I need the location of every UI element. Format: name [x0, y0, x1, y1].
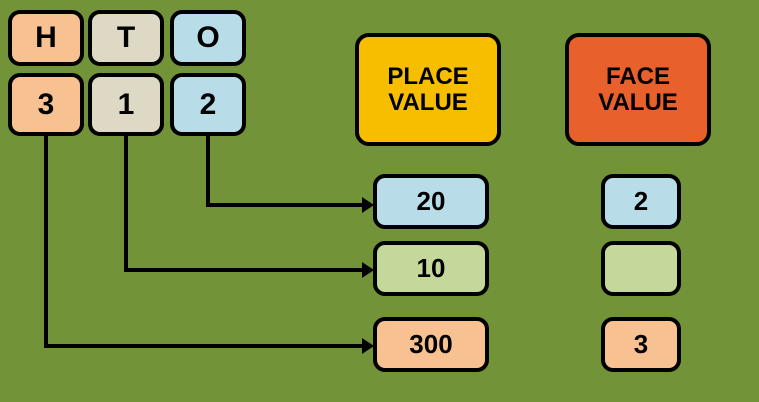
face-value-box-tens[interactable] — [601, 241, 681, 296]
connector-ones-to-20 — [206, 136, 374, 213]
digit-tile-hundreds: 3 — [8, 73, 84, 136]
column-header-ones: O — [170, 10, 246, 66]
place-value-header: PLACE VALUE — [355, 33, 501, 146]
face-value-header: FACE VALUE — [565, 33, 711, 146]
place-value-box-hundreds: 300 — [373, 317, 489, 372]
face-value-header-line1: FACE — [605, 63, 670, 91]
place-value-box-tens: 10 — [373, 241, 489, 296]
digit-tile-ones: 2 — [170, 73, 246, 136]
column-header-tens: T — [88, 10, 164, 66]
face-value-box-ones: 2 — [601, 174, 681, 229]
place-value-header-line1: PLACE — [387, 63, 469, 91]
column-header-hundreds: H — [8, 10, 84, 66]
connector-hundreds-to-300 — [44, 136, 374, 354]
connector-tens-to-10 — [124, 136, 374, 278]
place-value-header-line2: VALUE — [388, 88, 468, 116]
face-value-header-line2: VALUE — [598, 88, 678, 116]
place-value-box-ones: 20 — [373, 174, 489, 229]
face-value-box-hundreds: 3 — [601, 317, 681, 372]
digit-tile-tens: 1 — [88, 73, 164, 136]
